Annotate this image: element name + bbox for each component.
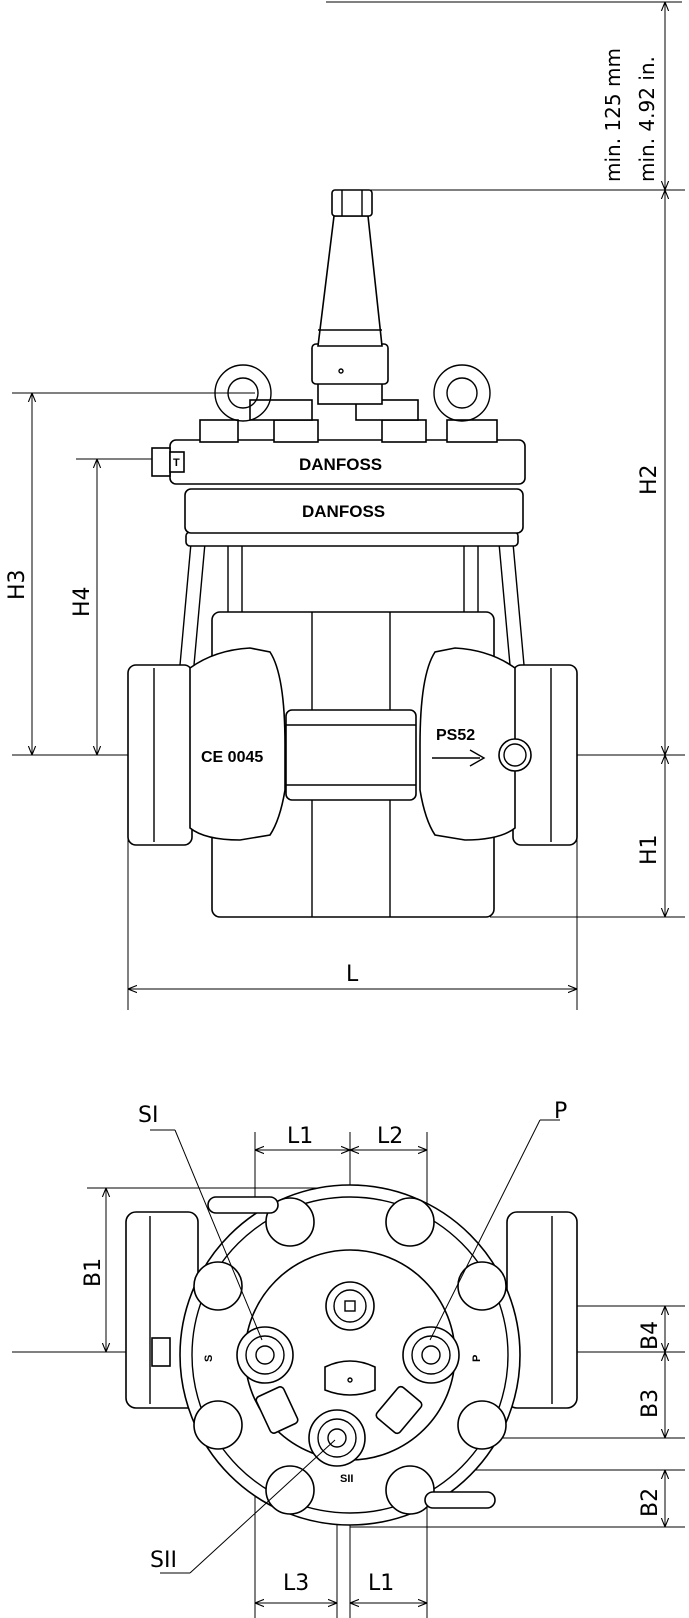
clearance-mm: min. 125 mm: [601, 48, 625, 182]
h2-dimension: H2: [356, 189, 685, 755]
dim-label-b1: B1: [81, 1258, 106, 1287]
port-label-sii: SII: [150, 1548, 177, 1573]
dim-label-b4: B4: [638, 1321, 663, 1350]
port-mark-sii: SII: [340, 1473, 353, 1485]
t-mark: T: [173, 457, 180, 469]
side-view: min. 125 mm min. 4.92 in. H2 H1 H3: [5, 1, 685, 1010]
dim-label-l2: L2: [377, 1124, 403, 1149]
spindle-cap: [331, 189, 373, 217]
bonnet: DANFOSS DANFOSS T: [151, 364, 526, 534]
port-label-p: P: [554, 1099, 567, 1124]
dim-label-b3: B3: [638, 1389, 663, 1418]
dim-label-h3: H3: [5, 569, 30, 600]
port-label-si: SI: [138, 1103, 158, 1128]
clearance-dimension: min. 125 mm min. 4.92 in.: [326, 1, 682, 190]
t-plug: [151, 447, 171, 477]
brand-top: DANFOSS: [299, 455, 382, 474]
yoke: [179, 531, 525, 666]
port-sii-fitting: [308, 1409, 366, 1467]
l-dimension: L: [127, 835, 578, 1010]
clearance-in: min. 4.92 in.: [635, 56, 659, 182]
dim-label-l1-top: L1: [287, 1124, 313, 1149]
flange-bolts: [193, 1197, 507, 1515]
port-p-fitting: [402, 1326, 460, 1384]
h1-dimension: H1: [490, 755, 685, 918]
spindle: [311, 189, 389, 405]
dim-label-h1: H1: [637, 834, 662, 865]
dim-label-l3: L3: [283, 1571, 309, 1596]
t-plug-top: [151, 1337, 171, 1367]
port-mark-s: S: [203, 1355, 215, 1362]
h4-dimension: H4: [70, 458, 155, 755]
top-view: L1 L2 L3 L1 B1 B4: [12, 1099, 685, 1618]
flow-arrow-icon: [432, 749, 486, 767]
dim-label-b2: B2: [638, 1488, 663, 1517]
ce-mark: CE 0045: [201, 749, 263, 766]
top-view-body: S P SII: [125, 1184, 578, 1526]
pressure-mark: PS52: [436, 727, 475, 744]
dim-label-l: L: [346, 962, 359, 987]
spindle-top: [325, 1281, 375, 1331]
dim-label-h4: H4: [70, 586, 95, 617]
port-mark-p: P: [471, 1355, 483, 1362]
lifting-eye-right: [433, 364, 491, 422]
port-si-fitting: [236, 1326, 294, 1384]
lifting-eye-left: [214, 364, 272, 422]
dim-label-h2: H2: [637, 464, 662, 495]
valve-body: CE 0045 PS52: [127, 611, 578, 918]
port-leaders: SI P SII: [138, 1099, 567, 1574]
dim-label-l1-bottom: L1: [368, 1571, 394, 1596]
brand-bottom: DANFOSS: [302, 502, 385, 521]
